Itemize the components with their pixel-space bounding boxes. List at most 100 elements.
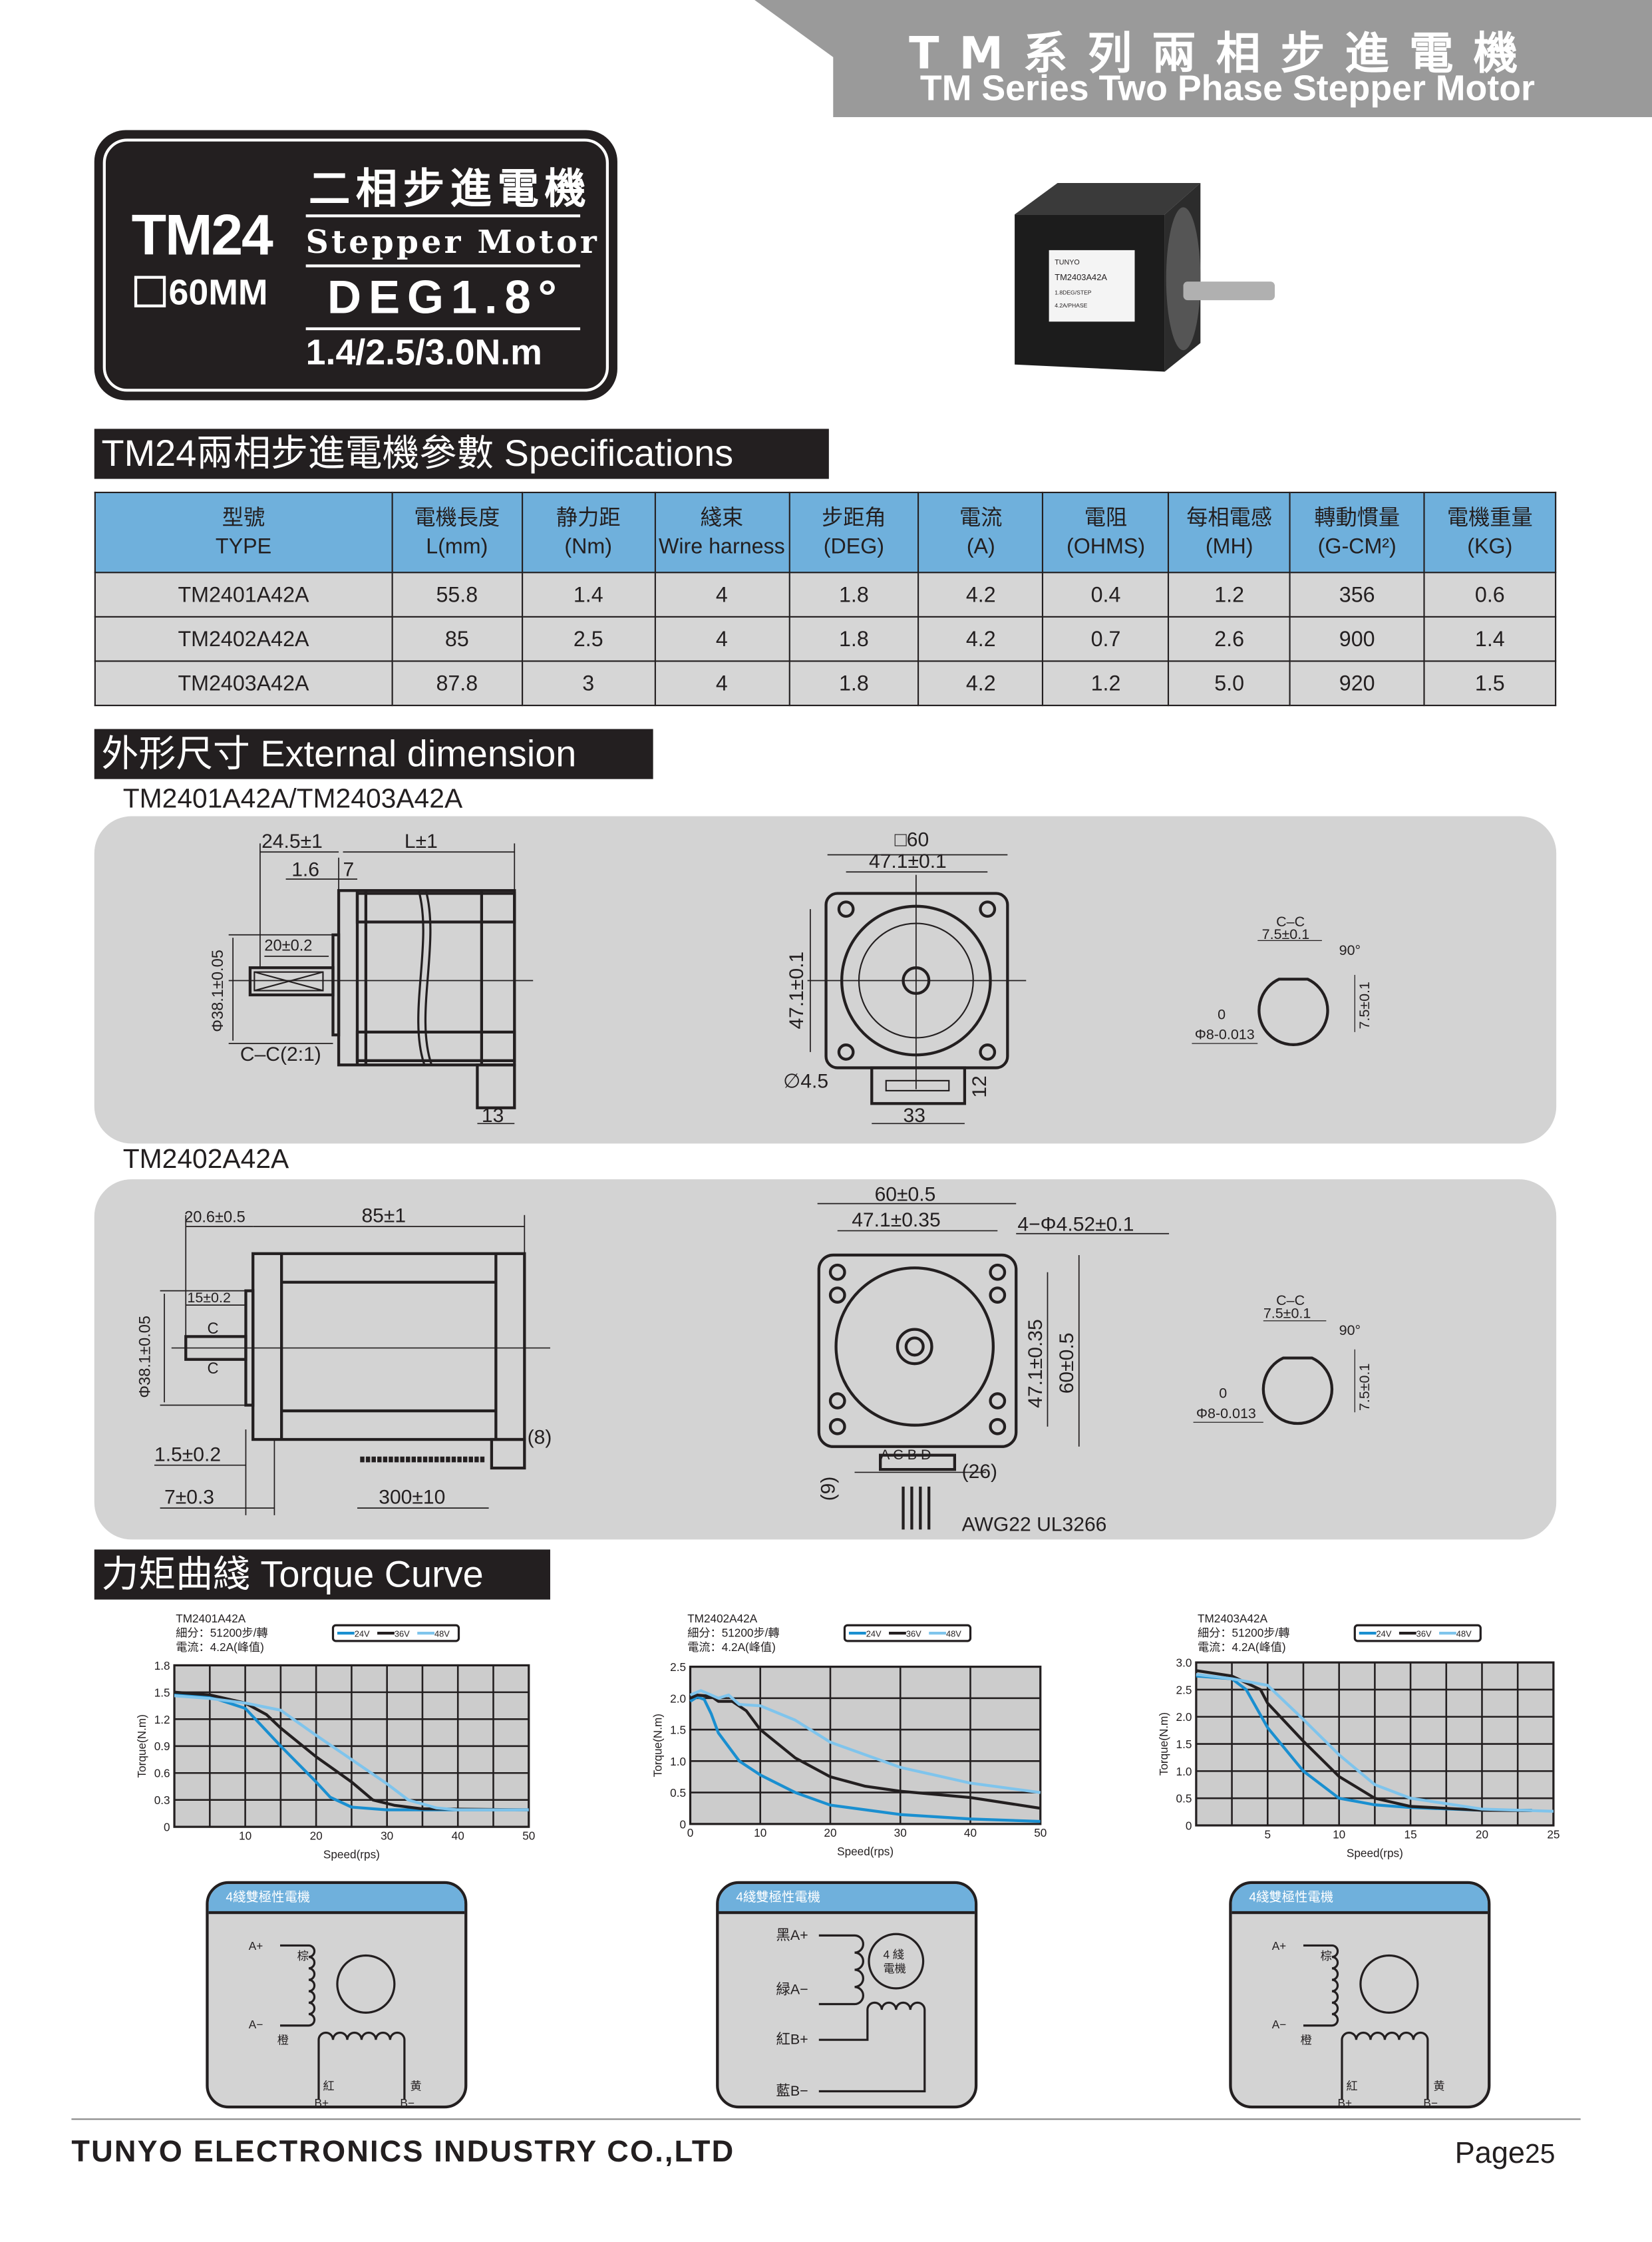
wire-b-minus: B−	[400, 2096, 414, 2108]
banner-title-cn: TM系列兩相步進電機	[909, 28, 1538, 81]
x-tick-label: 10	[1333, 1827, 1345, 1841]
x-tick-label: 20	[310, 1829, 323, 1842]
footer-company: TUNYO ELECTRONICS INDUSTRY CO.,LTD	[71, 2136, 735, 2169]
wire-b-plus-color: 紅	[1346, 2079, 1357, 2092]
badge-title-en: Stepper Motor	[305, 224, 600, 262]
dim2-pin-height: (9)	[817, 1477, 839, 1501]
plot-area	[689, 1665, 1042, 1825]
dim-shaft-length: 24.5±1	[261, 831, 323, 852]
dim2-boss: 7±0.3	[164, 1487, 214, 1509]
section2-label: C–C	[1276, 1292, 1305, 1308]
table-cell: 0.6	[1423, 572, 1557, 618]
label-model: TM2403A42A	[1055, 272, 1107, 282]
x-tick-label: 40	[452, 1829, 464, 1842]
y-tick-label: 0.9	[154, 1740, 170, 1753]
x-axis-label: Speed(rps)	[837, 1845, 894, 1858]
wire-b-plus: B+	[315, 2096, 329, 2108]
legend-box	[331, 1624, 460, 1642]
table-cell: 356	[1289, 572, 1425, 618]
dim2-wire-spec: AWG22 UL3266	[962, 1514, 1107, 1536]
wiring-schematic: A+ 棕 A− 橙 紅 B+ 黄 B−	[249, 1939, 422, 2108]
table-cell: 3	[521, 660, 656, 707]
wiring-title: 4綫雙極性電機	[719, 1884, 975, 1915]
chart-subdivision: 細分：51200步/轉	[687, 1626, 779, 1639]
legend-label: 36V	[1416, 1628, 1432, 1638]
dim2-pilot: Φ38.1±0.05	[137, 1316, 154, 1398]
section-tol: Φ8-0.013	[1195, 1027, 1255, 1043]
series-line-24V	[689, 1695, 1041, 1823]
dim-step: 7	[343, 859, 355, 881]
series-line-48V	[689, 1689, 1041, 1794]
chart-current: 電流：4.2A(峰值)	[176, 1640, 264, 1654]
y-tick-label: 1.5	[154, 1686, 170, 1699]
table-cell: TM2402A42A	[94, 616, 393, 662]
dim-hole: ∅4.5	[783, 1071, 828, 1093]
dimension-drawing-2: 20.6±0.5 85±1 15±0.2 C C Φ38.1±0.05 1.5±…	[137, 1183, 1373, 1536]
dim2-pin-labels: A C B D	[880, 1447, 931, 1463]
wire-b-minus: 藍B−	[776, 2083, 808, 2099]
page-label: Page	[1454, 2137, 1526, 2170]
chart-subdivision: 細分：51200步/轉	[176, 1626, 267, 1639]
table-cell: 4	[653, 660, 790, 707]
dim-pitch-vertical: 47.1±0.1	[786, 952, 808, 1029]
dim-section: C–C(2:1)	[240, 1043, 321, 1065]
drawing1-label: TM2401A42A/TM2403A42A	[122, 785, 463, 815]
table-cell: TM2403A42A	[94, 660, 393, 707]
dim2-pitch-vertical: 47.1±0.35	[1025, 1319, 1047, 1408]
table-cell: 1.8	[788, 572, 920, 618]
section-label: C–C	[1276, 914, 1305, 930]
wire-a-minus-color: 橙	[277, 2034, 289, 2047]
y-tick-label: 0	[164, 1821, 170, 1834]
column-header: 電流(A)	[917, 491, 1044, 574]
table-cell: 4.2	[917, 616, 1044, 662]
y-tick-label: 1.0	[1176, 1765, 1192, 1778]
badge-size: 60MM	[134, 273, 268, 314]
table-cell: 4.2	[917, 572, 1044, 618]
y-tick-label: 0.3	[154, 1793, 170, 1807]
motor-photo: TUNYO TM2403A42A 1.8DEG/STEP 4.2A/PHASE	[1015, 182, 1275, 372]
wiring-title: 4綫雙極性電機	[208, 1884, 465, 1915]
dim2-connector-height: (8)	[528, 1426, 552, 1448]
series-line-48V	[174, 1694, 529, 1811]
series-line-48V	[1196, 1673, 1554, 1813]
drawing-panel-2: 20.6±0.5 85±1 15±0.2 C C Φ38.1±0.05 1.5±…	[94, 1179, 1557, 1540]
y-tick-label: 3.0	[1176, 1656, 1192, 1670]
y-axis-label: Torque(N.m)	[651, 1714, 665, 1777]
badge-title-cn: 二相步進電機	[308, 164, 592, 214]
dim2-key: 15±0.2	[187, 1290, 231, 1306]
column-header: 静力距(Nm)	[521, 491, 656, 574]
chart-model: TM2401A42A	[176, 1612, 246, 1625]
model-badge: TM24 60MM 二相步進電機 Stepper Motor DEG1.8° 1…	[94, 130, 617, 401]
x-tick-label: 30	[381, 1829, 393, 1842]
column-header: 每相電感(MH)	[1168, 491, 1291, 574]
wire-a-plus: A+	[249, 1939, 263, 1953]
chart-model: TM2403A42A	[1198, 1612, 1268, 1625]
badge-model: TM24	[131, 204, 273, 268]
y-tick-label: 1.5	[670, 1724, 686, 1737]
table-cell: 4	[653, 572, 790, 618]
wire-b-plus: B+	[1338, 2096, 1352, 2108]
section2-tol: Φ8-0.013	[1196, 1405, 1256, 1421]
table-cell: 1.4	[1423, 616, 1557, 662]
dim2-body-length: 85±1	[361, 1205, 406, 1227]
x-tick-label: 10	[239, 1829, 251, 1842]
column-header: 步距角(DEG)	[788, 491, 920, 574]
wiring-diagram-1: 4綫雙極性電機 A+ 棕 A− 橙 紅 B+ 黄 B−	[206, 1881, 468, 2109]
motor-label-1: 4 綫	[883, 1948, 904, 1961]
table-cell: 920	[1289, 660, 1425, 707]
dim-connector-width: 33	[904, 1105, 925, 1127]
table-cell: 0.4	[1042, 572, 1170, 618]
table-cell: 55.8	[391, 572, 523, 618]
column-header: 電阻(OHMS)	[1042, 491, 1170, 574]
table-cell: 2.5	[521, 616, 656, 662]
badge-torque: 1.4/2.5/3.0N.m	[305, 333, 542, 373]
dim-body-length: L±1	[405, 831, 438, 852]
y-tick-label: 0.5	[1176, 1792, 1192, 1805]
chart-current: 電流：4.2A(峰值)	[687, 1640, 776, 1654]
x-tick-label: 50	[522, 1829, 535, 1842]
